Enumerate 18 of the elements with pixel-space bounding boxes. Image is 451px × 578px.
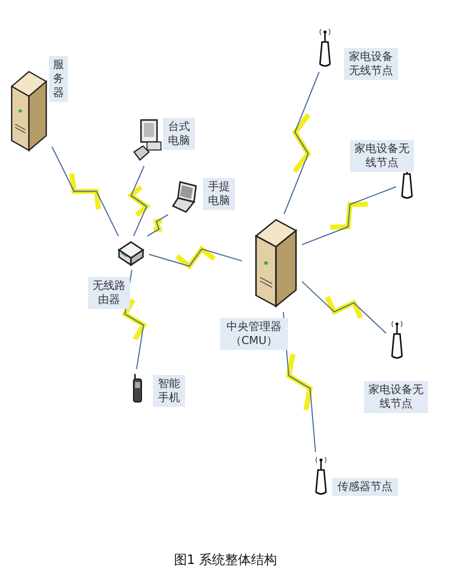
- wireless-link: [302, 186, 396, 246]
- wireless-link: [147, 214, 168, 236]
- device-label: 家电设备无线节点: [344, 48, 398, 80]
- device-label: 家电设备无线节点: [350, 140, 414, 172]
- device-label: 智能手机: [153, 375, 185, 407]
- device-label: 服务器: [49, 56, 68, 102]
- device-label: 台式电脑: [163, 118, 195, 150]
- device-label: 家电设备无线节点: [364, 381, 428, 413]
- device-label: 无线路由器: [88, 277, 130, 309]
- wireless-link: [130, 166, 148, 236]
- device-label: 中央管理器（CMU）: [220, 318, 288, 350]
- wireless-link: [52, 146, 119, 236]
- caption: 图1 系统整体结构: [174, 552, 278, 569]
- wireless-link: [284, 72, 320, 214]
- device-label: 传感器节点: [332, 478, 398, 496]
- device-label: 手提电脑: [203, 178, 235, 210]
- wireless-link: [302, 281, 386, 334]
- wireless-link: [148, 248, 242, 267]
